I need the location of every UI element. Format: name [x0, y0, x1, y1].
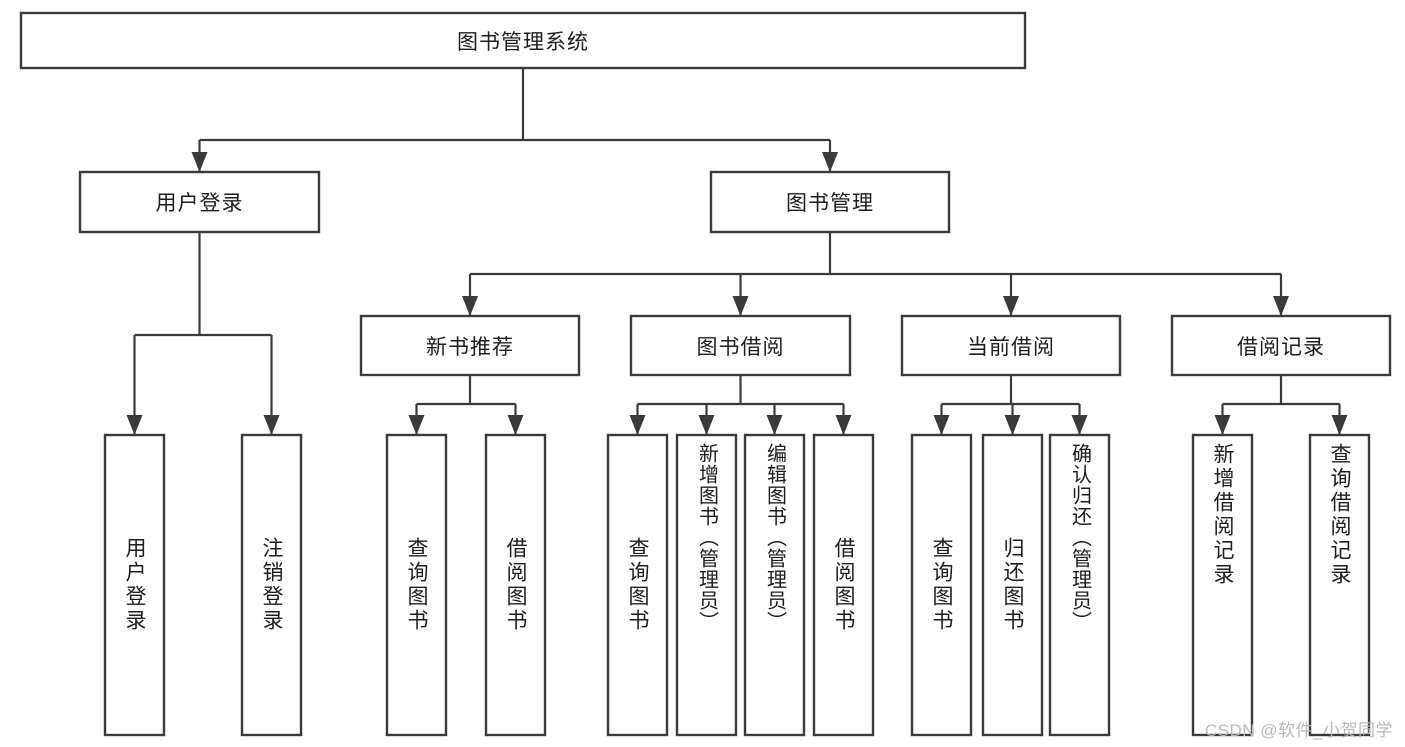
level3-box-新书推荐-0[interactable] [359, 314, 581, 377]
leaf-box-归还图书-9[interactable] [981, 433, 1044, 737]
arrow-head-icon [629, 415, 646, 435]
level3-box-图书借阅-1[interactable] [629, 314, 852, 377]
leaf-box-借阅图书-7[interactable] [812, 433, 875, 737]
arrow-head-icon [933, 415, 950, 435]
arrow-head-icon [408, 415, 425, 435]
leaf-box-用户登录-0[interactable] [103, 433, 166, 737]
root-box-图书管理系统-0[interactable] [19, 11, 1027, 70]
arrow-head-icon [462, 296, 478, 316]
leaf-box-注销登录-1[interactable] [240, 433, 303, 737]
arrow-head-icon [698, 415, 715, 435]
level3-box-当前借阅-2[interactable] [900, 314, 1122, 377]
arrow-head-icon [507, 415, 524, 435]
boxes-layer [19, 11, 1392, 737]
leaf-box-借阅图书-3[interactable] [484, 433, 547, 737]
arrow-head-icon [1214, 415, 1231, 435]
arrow-head-icon [835, 415, 852, 435]
arrow-head-icon [822, 152, 838, 172]
arrow-head-icon [263, 415, 280, 435]
leaf-box-查询图书-2[interactable] [385, 433, 448, 737]
level3-box-借阅记录-3[interactable] [1170, 314, 1392, 377]
level2-box-图书管理-1[interactable] [709, 170, 951, 234]
arrow-head-icon [1273, 296, 1289, 316]
arrow-head-icon [191, 152, 208, 172]
leaf-box-新增借阅记录-11[interactable] [1191, 433, 1254, 737]
arrow-head-icon [1003, 296, 1019, 316]
arrow-head-icon [1071, 415, 1088, 435]
connectors-layer [126, 68, 1348, 435]
leaf-box-确认归还管理员-10[interactable] [1048, 433, 1111, 737]
level2-box-用户登录-0[interactable] [78, 170, 321, 234]
leaf-box-新增图书管理员-5[interactable] [675, 433, 738, 737]
arrow-head-icon [1004, 415, 1021, 435]
arrow-head-icon [126, 415, 143, 435]
leaf-box-查询图书-8[interactable] [910, 433, 973, 737]
leaf-box-查询图书-4[interactable] [606, 433, 669, 737]
arrow-head-icon [732, 296, 749, 316]
arrow-head-icon [1331, 415, 1348, 435]
leaf-box-编辑图书管理员-6[interactable] [743, 433, 806, 737]
leaf-box-查询借阅记录-12[interactable] [1308, 433, 1371, 737]
arrow-head-icon [766, 415, 783, 435]
